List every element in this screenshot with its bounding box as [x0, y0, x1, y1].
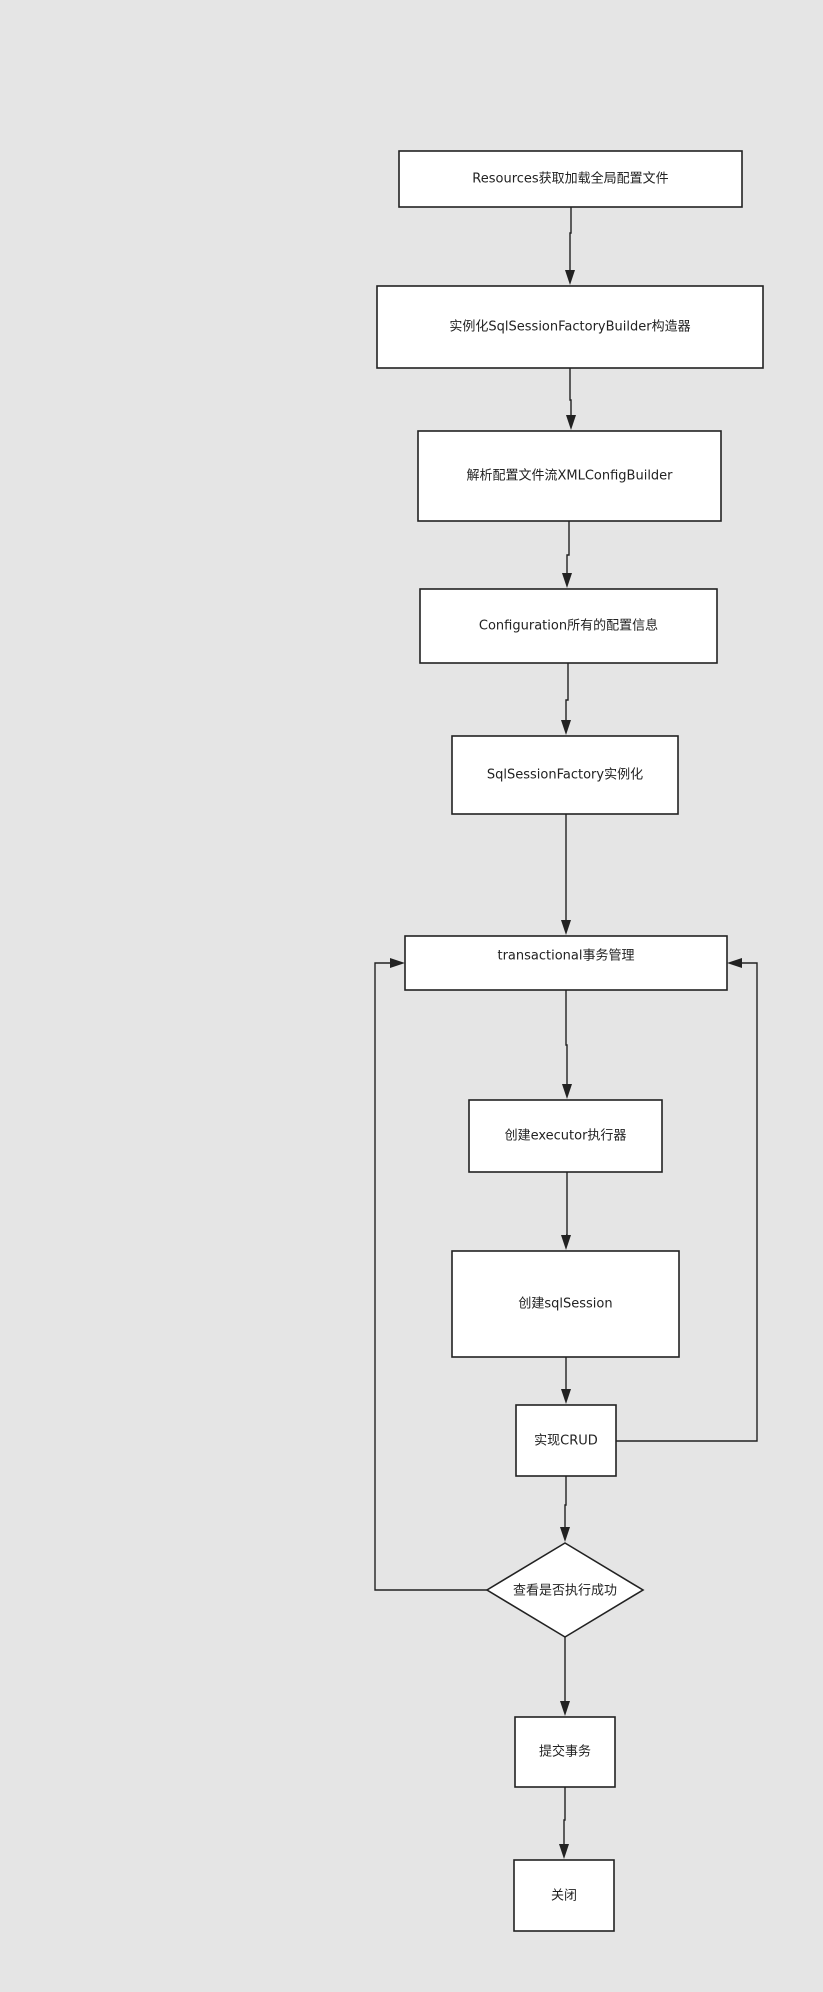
edge-configuration-factory — [565, 663, 569, 720]
node-builder-label: 实例化SqlSessionFactoryBuilder构造器 — [449, 320, 690, 335]
edge-transactional-executor — [565, 990, 568, 1084]
arrowhead-builder — [565, 270, 575, 285]
edge-crud-loop-transactional — [616, 962, 758, 1442]
node-xml-parse: 解析配置文件流XMLConfigBuilder — [417, 430, 722, 522]
node-transactional: transactional事务管理 — [404, 935, 728, 991]
node-configuration: Configuration所有的配置信息 — [419, 588, 718, 664]
arrowhead-crud — [561, 1389, 571, 1404]
node-check-decision: 查看是否执行成功 — [485, 1542, 645, 1638]
node-transactional-label: transactional事务管理 — [497, 948, 634, 964]
node-resources-label: Resources获取加载全局配置文件 — [472, 171, 668, 187]
node-crud: 实现CRUD — [515, 1404, 617, 1477]
node-factory: SqlSessionFactory实例化 — [451, 735, 679, 815]
arrowhead-transactional — [561, 920, 571, 935]
node-factory-label: SqlSessionFactory实例化 — [487, 768, 643, 783]
node-builder: 实例化SqlSessionFactoryBuilder构造器 — [376, 285, 764, 369]
arrowhead-commit — [560, 1701, 570, 1716]
node-crud-label: 实现CRUD — [534, 1434, 598, 1449]
arrowhead-loop-left — [390, 958, 405, 968]
node-commit: 提交事务 — [514, 1716, 616, 1788]
arrowhead-configuration — [562, 573, 572, 588]
arrowhead-session — [561, 1235, 571, 1250]
node-check-label: 查看是否执行成功 — [513, 1583, 617, 1599]
arrowhead-xml-parse — [566, 415, 576, 430]
node-session: 创建sqlSession — [451, 1250, 680, 1358]
node-configuration-label: Configuration所有的配置信息 — [479, 618, 658, 634]
edge-executor-session — [566, 1172, 568, 1236]
edge-commit-close — [563, 1787, 566, 1844]
edge-resources-builder — [569, 207, 572, 270]
node-close: 关闭 — [513, 1859, 615, 1932]
node-close-label: 关闭 — [551, 1889, 577, 1904]
arrowhead-factory — [561, 720, 571, 735]
node-xml-parse-label: 解析配置文件流XMLConfigBuilder — [466, 469, 673, 484]
edge-crud-check — [564, 1476, 567, 1527]
edge-check-loop-transactional — [374, 962, 487, 1591]
edge-xml-parse-configuration — [566, 521, 570, 573]
node-session-label: 创建sqlSession — [518, 1297, 612, 1312]
node-commit-label: 提交事务 — [539, 1744, 591, 1760]
arrowhead-check — [560, 1527, 570, 1542]
arrowhead-executor — [562, 1084, 572, 1099]
node-executor-label: 创建executor执行器 — [505, 1129, 627, 1144]
node-resources: Resources获取加载全局配置文件 — [398, 150, 743, 208]
arrowhead-close — [559, 1844, 569, 1859]
arrowhead-loop-right — [727, 958, 742, 968]
edge-builder-xml-parse — [569, 368, 572, 415]
node-executor: 创建executor执行器 — [468, 1099, 663, 1173]
